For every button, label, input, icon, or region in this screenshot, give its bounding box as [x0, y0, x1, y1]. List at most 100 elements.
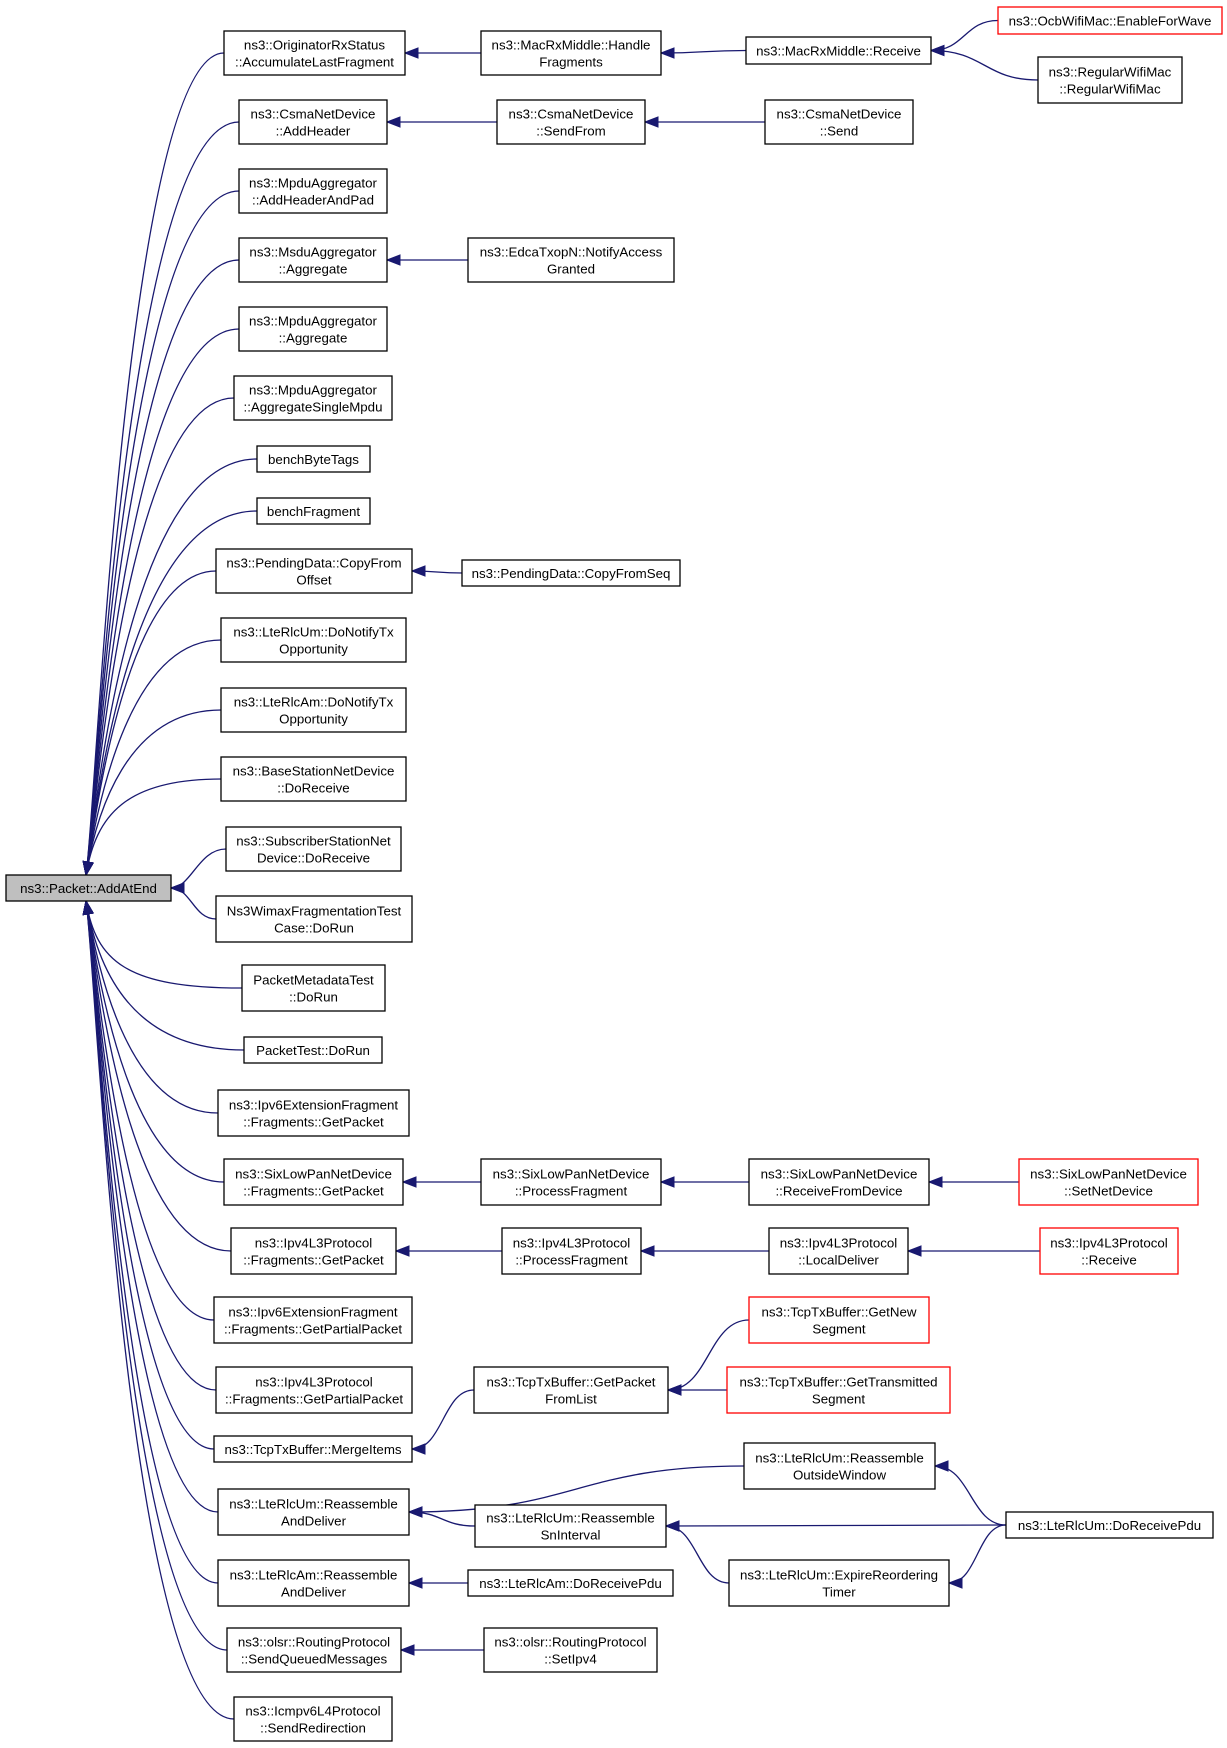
node-box-pd_cfs[interactable]	[461, 559, 681, 587]
node-ipv4_ld[interactable]: ns3::Ipv4L3Protocol::LocalDeliver	[768, 1227, 909, 1275]
node-box-sixlp_gp[interactable]	[223, 1158, 404, 1206]
node-icmp_sr[interactable]: ns3::Icmpv6L4Protocol::SendRedirection	[233, 1696, 393, 1742]
node-box-icmp_sr[interactable]	[233, 1696, 393, 1742]
node-sixlp_gp[interactable]: ns3::SixLowPanNetDevice::Fragments::GetP…	[223, 1158, 404, 1206]
node-box-tcp_gts[interactable]	[726, 1366, 951, 1414]
node-box-tcp_gpfl[interactable]	[473, 1366, 669, 1414]
node-root[interactable]: ns3::Packet::AddAtEnd	[5, 874, 172, 902]
node-box-tcp_mi[interactable]	[213, 1435, 413, 1463]
node-box-bfr[interactable]	[256, 497, 371, 525]
node-ss_dr[interactable]: ns3::SubscriberStationNetDevice::DoRecei…	[225, 826, 402, 872]
node-box-sixlp_rfd[interactable]	[748, 1158, 930, 1206]
node-box-wimax[interactable]	[215, 895, 413, 943]
node-box-um_ert[interactable]	[728, 1559, 950, 1607]
node-box-bbt[interactable]	[256, 445, 371, 473]
node-csma_s[interactable]: ns3::CsmaNetDevice::Send	[764, 99, 914, 145]
node-box-msdu_agg[interactable]	[238, 237, 388, 283]
node-ipv4_rx[interactable]: ns3::Ipv4L3Protocol::Receive	[1039, 1227, 1179, 1275]
node-box-sixlp_snd[interactable]	[1018, 1158, 1199, 1206]
node-box-macmid_hf[interactable]	[480, 30, 662, 76]
node-box-orig[interactable]	[223, 30, 406, 76]
node-box-um_rad[interactable]	[217, 1488, 410, 1536]
node-box-ipv4_gpp[interactable]	[215, 1366, 413, 1414]
node-bfr[interactable]: benchFragment	[256, 497, 371, 525]
node-box-um_dntx[interactable]	[220, 617, 407, 663]
node-ipv4_gpp[interactable]: ns3::Ipv4L3Protocol::Fragments::GetParti…	[215, 1366, 413, 1414]
node-box-ss_dr[interactable]	[225, 826, 402, 872]
node-box-ipv4_rx[interactable]	[1039, 1227, 1179, 1275]
node-box-um_row[interactable]	[743, 1442, 936, 1490]
node-sixlp_pf[interactable]: ns3::SixLowPanNetDevice::ProcessFragment	[480, 1158, 662, 1206]
node-box-pmt[interactable]	[241, 964, 386, 1012]
node-box-ipv6f_gpp[interactable]	[213, 1296, 413, 1344]
node-sixlp_rfd[interactable]: ns3::SixLowPanNetDevice::ReceiveFromDevi…	[748, 1158, 930, 1206]
node-mpdu_asm[interactable]: ns3::MpduAggregator::AggregateSingleMpdu	[233, 375, 393, 421]
node-box-ipv4_ld[interactable]	[768, 1227, 909, 1275]
node-mpdu_ahp[interactable]: ns3::MpduAggregator::AddHeaderAndPad	[238, 168, 388, 214]
node-box-mpdu_agg[interactable]	[238, 306, 388, 352]
node-ipv6f_gp[interactable]: ns3::Ipv6ExtensionFragment::Fragments::G…	[217, 1089, 410, 1137]
node-box-ipv4_gp[interactable]	[230, 1227, 397, 1275]
node-box-sixlp_pf[interactable]	[480, 1158, 662, 1206]
node-box-am_rad[interactable]	[217, 1559, 410, 1607]
node-msdu_agg[interactable]: ns3::MsduAggregator::Aggregate	[238, 237, 388, 283]
node-regwifi[interactable]: ns3::RegularWifiMac::RegularWifiMac	[1037, 56, 1183, 104]
node-box-regwifi[interactable]	[1037, 56, 1183, 104]
node-box-pt[interactable]	[243, 1036, 383, 1064]
node-box-am_drp[interactable]	[467, 1569, 674, 1597]
node-pt[interactable]: PacketTest::DoRun	[243, 1036, 383, 1064]
node-box-ipv6f_gp[interactable]	[217, 1089, 410, 1137]
node-box-bs_dr[interactable]	[220, 756, 407, 802]
node-olsr_si[interactable]: ns3::olsr::RoutingProtocol::SetIpv4	[483, 1627, 658, 1673]
node-ocb[interactable]: ns3::OcbWifiMac::EnableForWave	[997, 6, 1223, 35]
node-box-csma_sf[interactable]	[496, 99, 646, 145]
node-box-am_dntx[interactable]	[220, 687, 407, 733]
node-box-root[interactable]	[5, 874, 172, 902]
node-olsr_sqm[interactable]: ns3::olsr::RoutingProtocol::SendQueuedMe…	[226, 1627, 402, 1673]
node-ipv6f_gpp[interactable]: ns3::Ipv6ExtensionFragment::Fragments::G…	[213, 1296, 413, 1344]
node-box-pd_cfo[interactable]	[215, 548, 413, 594]
node-um_drp[interactable]: ns3::LteRlcUm::DoReceivePdu	[1005, 1511, 1214, 1539]
node-csma_ah[interactable]: ns3::CsmaNetDevice::AddHeader	[238, 99, 388, 145]
node-csma_sf[interactable]: ns3::CsmaNetDevice::SendFrom	[496, 99, 646, 145]
node-box-um_rsi[interactable]	[474, 1504, 667, 1548]
node-bs_dr[interactable]: ns3::BaseStationNetDevice::DoReceive	[220, 756, 407, 802]
node-bbt[interactable]: benchByteTags	[256, 445, 371, 473]
node-box-tcp_gns[interactable]	[748, 1296, 930, 1344]
node-box-csma_s[interactable]	[764, 99, 914, 145]
node-box-ipv4_pf[interactable]	[501, 1227, 642, 1275]
node-box-macmid_rx[interactable]	[745, 36, 932, 65]
node-box-olsr_si[interactable]	[483, 1627, 658, 1673]
node-sixlp_snd[interactable]: ns3::SixLowPanNetDevice::SetNetDevice	[1018, 1158, 1199, 1206]
node-box-um_drp[interactable]	[1005, 1511, 1214, 1539]
node-pd_cfs[interactable]: ns3::PendingData::CopyFromSeq	[461, 559, 681, 587]
node-box-csma_ah[interactable]	[238, 99, 388, 145]
node-ipv4_pf[interactable]: ns3::Ipv4L3Protocol::ProcessFragment	[501, 1227, 642, 1275]
node-ipv4_gp[interactable]: ns3::Ipv4L3Protocol::Fragments::GetPacke…	[230, 1227, 397, 1275]
node-box-edca[interactable]	[467, 237, 675, 283]
node-mpdu_agg[interactable]: ns3::MpduAggregator::Aggregate	[238, 306, 388, 352]
node-box-mpdu_ahp[interactable]	[238, 168, 388, 214]
node-orig[interactable]: ns3::OriginatorRxStatus::AccumulateLastF…	[223, 30, 406, 76]
node-macmid_rx[interactable]: ns3::MacRxMiddle::Receive	[745, 36, 932, 65]
node-box-mpdu_asm[interactable]	[233, 375, 393, 421]
node-am_drp[interactable]: ns3::LteRlcAm::DoReceivePdu	[467, 1569, 674, 1597]
node-tcp_mi[interactable]: ns3::TcpTxBuffer::MergeItems	[213, 1435, 413, 1463]
node-box-ocb[interactable]	[997, 6, 1223, 35]
node-pmt[interactable]: PacketMetadataTest::DoRun	[241, 964, 386, 1012]
node-box-olsr_sqm[interactable]	[226, 1627, 402, 1673]
